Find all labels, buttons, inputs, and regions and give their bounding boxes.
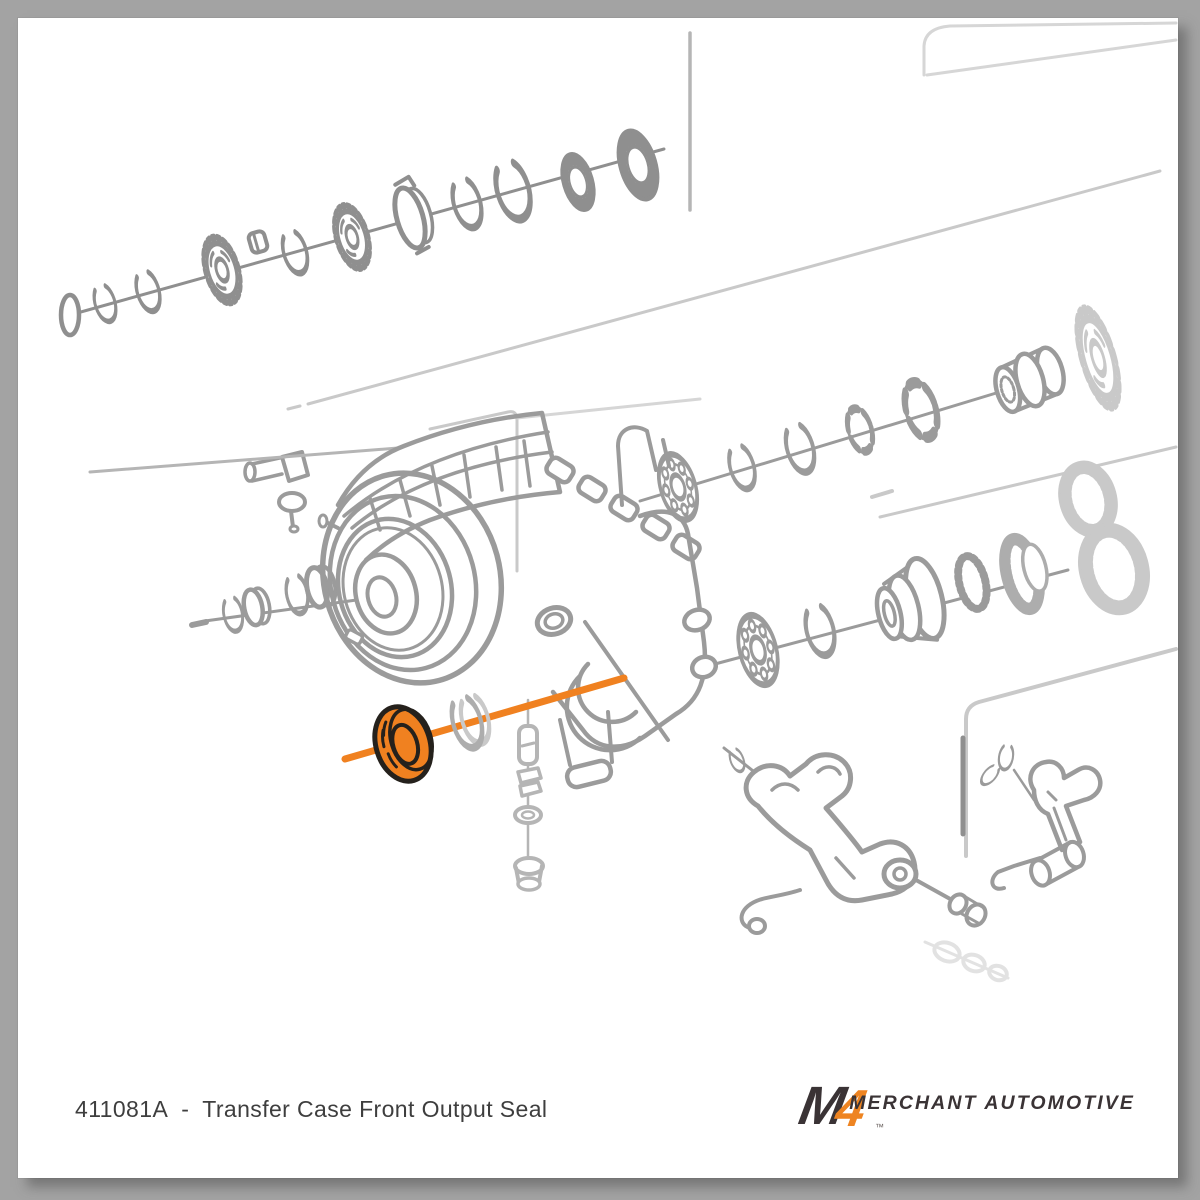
transfer-case-housing xyxy=(88,410,719,790)
shift-fork-assemblies xyxy=(721,735,1103,983)
trademark-symbol: ™ xyxy=(875,1122,884,1132)
drive-sprocket xyxy=(1068,305,1128,410)
detent-parts xyxy=(513,698,545,892)
ribbed-cage xyxy=(335,410,563,563)
output-hub xyxy=(993,345,1066,415)
front-output-snout xyxy=(319,470,505,686)
exploded-diagram xyxy=(58,21,1178,983)
synchro-rings xyxy=(1058,460,1150,616)
splined-gear xyxy=(999,532,1049,616)
brand-lockup: M 4 ™ MERCHANT AUTOMOTIVE xyxy=(795,1064,1135,1138)
rear-flange xyxy=(534,425,719,790)
faded-fasteners xyxy=(923,940,1010,983)
breather-fitting xyxy=(243,450,310,534)
bolt-lugs xyxy=(544,455,702,562)
highlighted-seal xyxy=(372,704,434,784)
part-number: 411081A xyxy=(75,1096,169,1122)
part-description: Transfer Case Front Output Seal xyxy=(202,1096,548,1122)
brand-wordmark: MERCHANT AUTOMOTIVE xyxy=(849,1092,1135,1114)
clutch-drum xyxy=(874,552,991,643)
range-fork xyxy=(721,739,988,935)
main-shaft-assembly xyxy=(713,460,1150,689)
diagram-card: 411081A - Transfer Case Front Output Sea… xyxy=(18,18,1178,1178)
caption-separator: - xyxy=(181,1096,190,1122)
brand-monogram-icon: M 4 ™ xyxy=(795,1078,884,1138)
front-shaft-clips xyxy=(189,564,380,640)
input-shaft-assembly xyxy=(58,127,665,338)
case-outline-faint xyxy=(286,21,1178,858)
mode-fork xyxy=(972,736,1103,891)
rear-shaft-assembly xyxy=(638,305,1128,524)
highlight-group xyxy=(341,674,628,784)
caption: 411081A - Transfer Case Front Output Sea… xyxy=(75,1096,547,1123)
shift-sleeve xyxy=(392,174,435,256)
